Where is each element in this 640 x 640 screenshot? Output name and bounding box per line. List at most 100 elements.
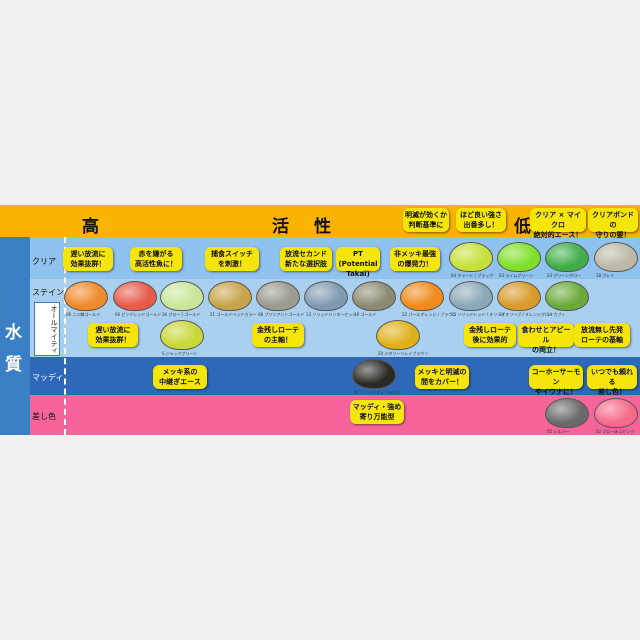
bubble-line: 高活性魚に！ bbox=[135, 260, 177, 268]
lure-name: 26 グロー / ゴールド bbox=[162, 312, 201, 317]
lure-name: 21 ゴールドベッドカラー bbox=[210, 312, 257, 317]
lure-name: 04 チャート / ブラック bbox=[451, 273, 494, 278]
lure-spoon bbox=[497, 281, 541, 311]
row-label-muddy: マッディ bbox=[32, 373, 64, 382]
comment-bubble: 放流無し先発ローテの基軸 bbox=[574, 323, 630, 347]
bubble-line: いつでも頼れる bbox=[591, 368, 633, 386]
comment-bubble: コーホーサーモンやイワナに！ bbox=[529, 365, 583, 396]
lure-name: 03 ライムグリーン bbox=[499, 273, 534, 278]
comment-bubble: メッキと明滅の間をカバー！ bbox=[415, 365, 469, 389]
bubble-line: メッキと明滅の bbox=[417, 368, 467, 376]
bubble-line: ローテの基軸 bbox=[581, 336, 623, 344]
lure-name: 24 オリーブ / オレンジグロー bbox=[499, 312, 554, 317]
lure-spoon bbox=[594, 242, 638, 272]
lure-spoon bbox=[545, 281, 589, 311]
bubble-line: メッキ系の bbox=[162, 368, 198, 376]
bubble-line: クリア × マイクロ bbox=[535, 211, 581, 229]
bubble-line: 中継ぎエース bbox=[159, 378, 201, 386]
comment-bubble: 捕食スイッチを刺激！ bbox=[205, 247, 259, 271]
bubble-line: 絶対的エース！ bbox=[533, 231, 583, 239]
comment-bubble: クリアボンドの守りの要！ bbox=[588, 208, 638, 239]
lure-spoon bbox=[376, 320, 420, 350]
lure-name: 20 メタリーヘレイブラウン bbox=[378, 351, 429, 356]
lure-spoon bbox=[160, 281, 204, 311]
activity-low-label: 低 bbox=[514, 217, 535, 237]
bubble-line: 間をカバー！ bbox=[421, 378, 463, 386]
lure-name: 22 パールオレンジ / ブラウン bbox=[402, 312, 457, 317]
water-quality-char-1: 水 bbox=[5, 323, 22, 343]
bubble-line: 赤を嫌がる bbox=[138, 250, 174, 258]
lure-name: 07 ソリッドネイブラウン bbox=[354, 390, 401, 395]
lure-name: S ジャックグリーン bbox=[162, 351, 198, 356]
comment-bubble: いつでも頼れる差し色！ bbox=[587, 365, 637, 396]
comment-bubble: 遅い放流に効果抜群！ bbox=[63, 247, 113, 271]
bubble-line: 判断基準に bbox=[408, 221, 444, 229]
lure-name: 06 ピンクレッドゴールド bbox=[115, 312, 162, 317]
comment-bubble: 赤を嫌がる高活性魚に！ bbox=[130, 247, 182, 271]
lure-spoon bbox=[545, 242, 589, 272]
lure-name: 15 ソリッドレッド / オリーブ bbox=[451, 312, 506, 317]
lure-spoon bbox=[352, 359, 396, 389]
bubble-line: やイワナに！ bbox=[535, 388, 577, 396]
activity-label: 活 性 bbox=[272, 217, 335, 237]
bubble-line: 効果抜群！ bbox=[95, 336, 131, 344]
lure-spoon bbox=[160, 320, 204, 350]
bubble-line: を刺激！ bbox=[218, 260, 246, 268]
bubble-line: 遅い放流に bbox=[70, 250, 106, 258]
all-mighty-tag: オールマイティ bbox=[34, 302, 60, 356]
lure-spoon bbox=[400, 281, 444, 311]
bubble-line: 後に効果的 bbox=[472, 336, 508, 344]
lure-name: 18 グレイ bbox=[596, 273, 615, 278]
comment-bubble: マッディ・強め寄り万能型 bbox=[350, 400, 404, 424]
lure-spoon bbox=[208, 281, 252, 311]
bubble-line: 寄り万能型 bbox=[359, 413, 395, 421]
lure-spoon bbox=[594, 398, 638, 428]
comment-bubble: メッキ系の中継ぎエース bbox=[153, 365, 207, 389]
lure-spoon bbox=[449, 242, 493, 272]
lure-name: 08 ブリリアントゴールド bbox=[258, 312, 305, 317]
row-label-stain: ステイン bbox=[32, 288, 64, 297]
lure-spoon bbox=[545, 398, 589, 428]
divider-dashed bbox=[64, 237, 66, 435]
lure-name: 23 グリーングロー bbox=[547, 273, 582, 278]
lure-name: 14 カブト bbox=[547, 312, 566, 317]
comment-bubble: 遅い放流に効果抜群！ bbox=[88, 323, 138, 347]
lure-spoon bbox=[113, 281, 157, 311]
lure-spoon bbox=[449, 281, 493, 311]
bubble-line: 金残しローテ bbox=[257, 326, 299, 334]
bubble-line: PT bbox=[353, 250, 363, 258]
comment-bubble: 放流セカンド新たな選択肢 bbox=[280, 247, 332, 271]
bubble-line: (Potential Takai) bbox=[338, 260, 378, 278]
bubble-line: 守りの要！ bbox=[595, 231, 631, 239]
bubble-line: クリアボンドの bbox=[592, 211, 634, 229]
comment-bubble: 非メッキ最強の爆発力！ bbox=[390, 247, 440, 271]
bubble-line: 遅い放流に bbox=[95, 326, 131, 334]
lure-name: 19 ゴールド bbox=[354, 312, 377, 317]
water-quality-sidebar bbox=[0, 237, 30, 435]
bubble-line: マッディ・強め bbox=[352, 403, 402, 411]
bubble-line: 放流セカンド bbox=[285, 250, 327, 258]
comment-bubble: 明滅が効くか判断基準に bbox=[403, 208, 449, 232]
comment-bubble: 食わせとアピールの両立！ bbox=[518, 323, 574, 354]
bubble-line: 出番多し！ bbox=[463, 221, 499, 229]
lure-spoon bbox=[256, 281, 300, 311]
row-accent bbox=[30, 395, 640, 435]
lure-spoon bbox=[64, 281, 108, 311]
comment-bubble: PT (Potential Takai) bbox=[336, 247, 380, 278]
bubble-line: 食わせとアピール bbox=[521, 326, 571, 344]
bubble-line: 非メッキ最強 bbox=[394, 250, 436, 258]
bubble-line: の両立！ bbox=[532, 346, 560, 354]
bubble-line: 差し色！ bbox=[598, 388, 626, 396]
lure-spoon bbox=[352, 281, 396, 311]
lure-name: 02 グロー赤ゴピンク bbox=[596, 429, 635, 434]
activity-high-label: 高 bbox=[82, 217, 103, 237]
comment-bubble: ほど良い強さ出番多し！ bbox=[456, 208, 506, 232]
bubble-line: 明滅が効くか bbox=[405, 211, 447, 219]
comment-bubble: 金残しローテ後に効果的 bbox=[464, 323, 516, 347]
bubble-line: 金残しローテ bbox=[469, 326, 511, 334]
comment-bubble: クリア × マイクロ絶対的エース！ bbox=[530, 208, 586, 239]
bubble-line: 捕食スイッチ bbox=[211, 250, 253, 258]
water-quality-char-2: 質 bbox=[5, 355, 22, 375]
comment-bubble: 金残しローテの主軸！ bbox=[252, 323, 304, 347]
bubble-line: 新たな選択肢 bbox=[285, 260, 327, 268]
